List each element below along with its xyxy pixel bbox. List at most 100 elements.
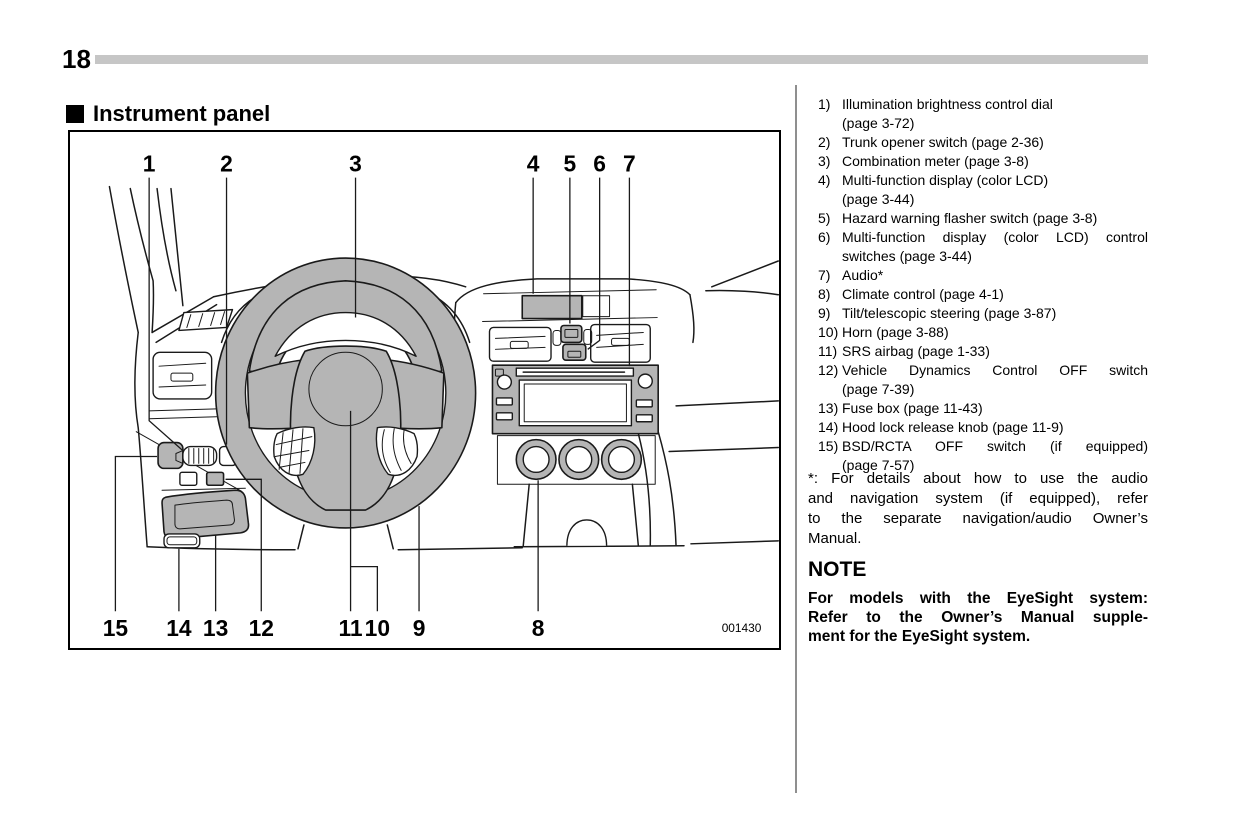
section-heading: Instrument panel bbox=[66, 101, 270, 127]
callout-6: 6 bbox=[593, 151, 606, 177]
note-line: Refer to the Owner’s Manual supple- bbox=[808, 609, 1148, 626]
legend-item-text: Multi-function display (color LCD) (page … bbox=[842, 171, 1148, 209]
legend-item-text: Horn (page 3-88) bbox=[842, 323, 1148, 342]
legend-item-number: 12) bbox=[818, 362, 839, 378]
audio-footnote: *: For details about how to use the audi… bbox=[808, 469, 1148, 549]
footnote-line: Manual. bbox=[808, 530, 862, 547]
legend-line: (page 7-57) bbox=[842, 457, 915, 473]
legend-item-12: 12)Vehicle Dynamics Control OFF switch (p… bbox=[808, 361, 1148, 399]
legend-item-number: 1) bbox=[818, 96, 831, 112]
horn-pad bbox=[308, 351, 383, 427]
callout-8: 8 bbox=[532, 615, 545, 641]
callout-15: 15 bbox=[103, 615, 129, 641]
legend-item-number: 11) bbox=[818, 343, 838, 359]
legend-line: Trunk opener switch (page 2-36) bbox=[842, 134, 1044, 150]
left-air-vent bbox=[152, 351, 213, 400]
legend-line: Hazard warning flasher switch (page 3-8) bbox=[842, 210, 1098, 226]
callout-2: 2 bbox=[220, 151, 233, 177]
legend-item-text: Illumination brightness control dial (pag… bbox=[842, 95, 1148, 133]
legend-item-9: 9)Tilt/telescopic steering (page 3-87) bbox=[808, 304, 1148, 323]
legend-item-14: 14)Hood lock release knob (page 11-9) bbox=[808, 418, 1148, 437]
steering-column bbox=[297, 524, 394, 550]
legend-line: Audio* bbox=[842, 267, 884, 283]
legend-item-number: 3) bbox=[818, 153, 831, 169]
callout-5: 5 bbox=[564, 151, 577, 177]
legend-line: (page 3-44) bbox=[842, 191, 915, 207]
instrument-panel-figure: 1 2 3 4 5 6 7 8 9 10 11 12 13 14 15 0014… bbox=[68, 130, 781, 650]
legend-item-text: Trunk opener switch (page 2-36) bbox=[842, 133, 1148, 152]
legend-line: Horn (page 3-88) bbox=[842, 324, 949, 340]
audio-screen bbox=[518, 379, 633, 427]
legend-item-number: 2) bbox=[818, 134, 831, 150]
legend-item-1: 1) Illumination brightness control dial (p… bbox=[808, 95, 1148, 133]
callout-12: 12 bbox=[249, 615, 274, 641]
callout-14: 14 bbox=[166, 615, 192, 641]
wheel-grip-right bbox=[375, 426, 419, 476]
footnote-line: to the separate navigation/audio Owner’s bbox=[808, 510, 1148, 527]
callout-3: 3 bbox=[349, 151, 362, 177]
legend-item-13: 13)Fuse box (page 11-43) bbox=[808, 399, 1148, 418]
legend-item-5: 5) Hazard warning flasher switch (page 3-… bbox=[808, 209, 1148, 228]
legend-item-number: 7) bbox=[818, 267, 831, 283]
legend-item-4: 4)Multi-function display (color LCD)(pag… bbox=[808, 171, 1148, 209]
legend-item-15: 15)BSD/RCTA OFF switch (if equipped)(pag… bbox=[808, 437, 1148, 475]
footnote-line: *: For details about how to use the audi… bbox=[808, 470, 1148, 487]
callout-4: 4 bbox=[527, 151, 540, 177]
hazard-warning-switch bbox=[560, 324, 583, 344]
audio-unit bbox=[491, 364, 659, 435]
legend-line: Multi-function display (color LCD) bbox=[842, 172, 1049, 188]
legend-item-text: Climate control (page 4-1) bbox=[842, 285, 1148, 304]
section-bullet-square bbox=[66, 105, 84, 123]
note-line: For models with the EyeSight system: bbox=[808, 590, 1148, 607]
column-divider bbox=[795, 85, 797, 793]
legend-line: Climate control (page 4-1) bbox=[842, 286, 1004, 302]
callout-10: 10 bbox=[365, 615, 390, 641]
note-line: ment for the EyeSight system. bbox=[808, 628, 1031, 645]
hood-lock-release-knob bbox=[163, 533, 201, 549]
illumination-brightness-dial bbox=[175, 445, 218, 467]
multi-function-display bbox=[521, 294, 583, 320]
note-title: NOTE bbox=[808, 558, 867, 581]
legend-line: Multi-function display (color LCD) contr… bbox=[842, 229, 1148, 245]
legend-line: Hood lock release knob (page 11-9) bbox=[842, 419, 1064, 435]
bsd-rcta-off-switch bbox=[157, 441, 184, 470]
legend-line: (page 7-39) bbox=[842, 381, 915, 397]
callout-lines bbox=[114, 177, 631, 612]
callout-numbers: 1 2 3 4 5 6 7 8 9 10 11 12 13 14 15 bbox=[103, 151, 636, 641]
header-rule bbox=[95, 55, 1148, 64]
footnote-line: and navigation system (if equipped), ref… bbox=[808, 490, 1148, 507]
legend-item-number: 13) bbox=[818, 400, 839, 416]
legend-item-text: Hood lock release knob (page 11-9) bbox=[842, 418, 1148, 437]
legend-line: (page 3-72) bbox=[842, 115, 915, 131]
legend-item-number: 6) bbox=[818, 229, 831, 245]
legend-line: Combination meter (page 3-8) bbox=[842, 153, 1029, 169]
climate-control-panel bbox=[496, 435, 656, 485]
legend-item-number: 5) bbox=[818, 210, 831, 226]
legend-line: Vehicle Dynamics Control OFF switch bbox=[842, 362, 1148, 378]
legend-item-text: Multi-function display (color LCD) contr… bbox=[842, 228, 1148, 266]
shift-lever-boot bbox=[566, 519, 608, 546]
display-bezel bbox=[582, 295, 611, 318]
legend-item-number: 8) bbox=[818, 286, 831, 302]
legend-item-text: Fuse box (page 11-43) bbox=[842, 399, 1148, 418]
legend-line: Fuse box (page 11-43) bbox=[842, 400, 983, 416]
fuse-box bbox=[161, 489, 250, 540]
callout-9: 9 bbox=[413, 615, 426, 641]
legend-item-2: 2) Trunk opener switch (page 2-36) bbox=[808, 133, 1148, 152]
legend-line: Tilt/telescopic steering (page 3-87) bbox=[842, 305, 1057, 321]
legend-line: Illumination brightness control dial bbox=[842, 96, 1053, 112]
legend-item-7: 7) Audio* bbox=[808, 266, 1148, 285]
callout-1: 1 bbox=[143, 151, 156, 177]
callout-13: 13 bbox=[203, 615, 228, 641]
legend-item-text: Vehicle Dynamics Control OFF switch (page… bbox=[842, 361, 1148, 399]
legend-line: BSD/RCTA OFF switch (if equipped) bbox=[842, 438, 1148, 454]
center-stack bbox=[453, 278, 695, 547]
legend-list: 1) Illumination brightness control dial (p… bbox=[808, 95, 1148, 475]
legend-item-10: 10)Horn (page 3-88) bbox=[808, 323, 1148, 342]
page-number: 18 bbox=[62, 44, 91, 74]
legend-item-text: Combination meter (page 3-8) bbox=[842, 152, 1148, 171]
note-body: For models with the EyeSight system: Refe… bbox=[808, 589, 1148, 646]
legend-item-6: 6) Multi-function display (color LCD) con… bbox=[808, 228, 1148, 266]
figure-code: 001430 bbox=[722, 621, 762, 635]
legend-item-11: 11)SRS airbag (page 1-33) bbox=[808, 342, 1148, 361]
